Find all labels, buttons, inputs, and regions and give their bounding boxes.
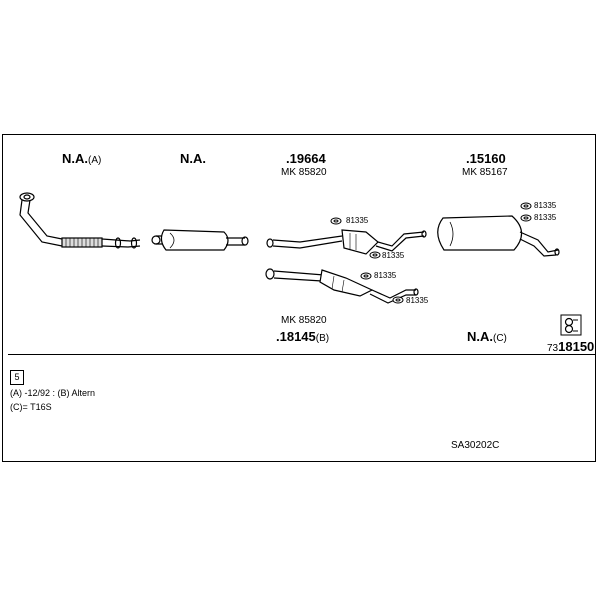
part-number-15160: .15160: [466, 151, 506, 166]
catalytic-pipe-icon: [266, 229, 427, 255]
legend-line-1: (A) -12/92 : (B) Altern: [10, 388, 96, 398]
mounting-clip-icon: [560, 314, 582, 336]
clamp-number: 81335: [382, 251, 405, 260]
clamp-number: 81335: [374, 271, 397, 280]
mounting-kit-85820-top: MK 85820: [281, 167, 327, 178]
clamp-number: 81335: [406, 296, 429, 305]
part-label-na-2: N.A.: [180, 151, 206, 166]
clamp-number: 81335: [534, 213, 557, 222]
diagram-frame: [2, 134, 596, 462]
clamp-number: 81335: [346, 216, 369, 225]
clamp-number: 81335: [534, 201, 557, 210]
part-number-18150: 7318150: [547, 339, 595, 354]
exhaust-downpipe-icon: [19, 192, 141, 249]
part-number-19664: .19664: [286, 151, 326, 166]
middle-silencer-icon: [151, 229, 249, 251]
clamp-icon: [392, 296, 404, 304]
clamp-icon: [360, 272, 372, 280]
part-label-na-c: N.A.(C): [467, 329, 507, 344]
mounting-kit-85820-bottom: MK 85820: [281, 315, 327, 326]
legend-divider: [8, 354, 596, 355]
clamp-icon: [369, 251, 381, 259]
clamp-icon: [330, 217, 342, 225]
catalytic-pipe-icon-alt: [265, 268, 419, 304]
part-number-18145: .18145(B): [276, 329, 330, 344]
note-box: 5: [10, 370, 24, 385]
clamp-icon: [520, 214, 532, 222]
clamp-icons: [330, 202, 532, 304]
clamp-icon: [520, 202, 532, 210]
legend-line-2: (C)= T16S: [10, 402, 52, 412]
mounting-kit-85167: MK 85167: [462, 167, 508, 178]
part-label-na-a: N.A.(A): [62, 151, 102, 166]
rear-silencer-icon: [437, 215, 560, 257]
diagram-code: SA30202C: [451, 440, 500, 451]
